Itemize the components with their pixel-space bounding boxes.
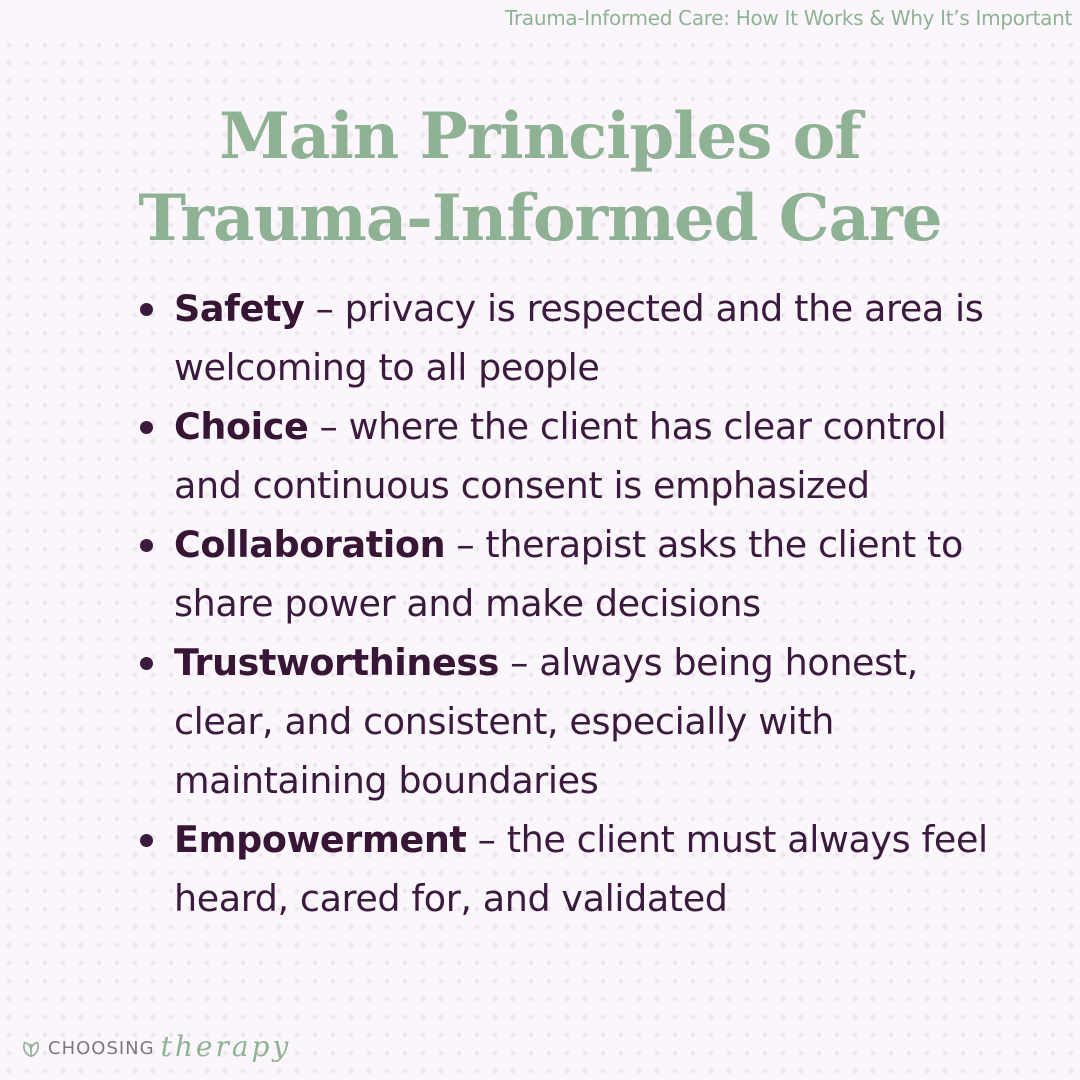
brand-name-part-2: therapy xyxy=(160,1029,292,1063)
header-strip xyxy=(0,0,1080,40)
principle-description: – where the client has clear control and… xyxy=(174,405,947,507)
principles-list: Safety – privacy is respected and the ar… xyxy=(140,279,994,928)
principle-term: Choice xyxy=(174,405,309,448)
principle-safety: Safety – privacy is respected and the ar… xyxy=(140,279,994,397)
bullet-icon xyxy=(140,421,153,434)
principle-description: – therapist asks the client to share pow… xyxy=(174,523,963,625)
principle-choice: Choice – where the client has clear cont… xyxy=(140,397,994,515)
principle-term: Collaboration xyxy=(174,523,446,566)
bullet-icon xyxy=(140,303,153,316)
principle-description: – always being honest, clear, and consis… xyxy=(174,641,918,802)
principle-description: – the client must always feel heard, car… xyxy=(174,818,988,920)
principle-term: Trustworthiness xyxy=(174,641,499,684)
bullet-icon xyxy=(140,834,153,847)
principle-term: Empowerment xyxy=(174,818,467,861)
page-title: Main Principles of Trauma-Informed Care xyxy=(90,96,990,260)
principle-term: Safety xyxy=(174,287,305,330)
page-title-line-2: Trauma-Informed Care xyxy=(138,181,942,256)
bullet-icon xyxy=(140,657,153,670)
brand-name-part-1: CHOOSING xyxy=(48,1037,155,1059)
principle-collaboration: Collaboration – therapist asks the clien… xyxy=(140,515,994,633)
leaf-icon xyxy=(23,1041,39,1058)
page-title-line-1: Main Principles of xyxy=(219,99,862,174)
article-title: Trauma-Informed Care: How It Works & Why… xyxy=(505,6,1072,30)
principle-empowerment: Empowerment – the client must always fee… xyxy=(140,810,994,928)
brand-logo: CHOOSING therapy xyxy=(20,1030,291,1066)
bullet-icon xyxy=(140,539,153,552)
principle-description: – privacy is respected and the area is w… xyxy=(174,287,984,389)
principle-trustworthiness: Trustworthiness – always being honest, c… xyxy=(140,633,994,810)
